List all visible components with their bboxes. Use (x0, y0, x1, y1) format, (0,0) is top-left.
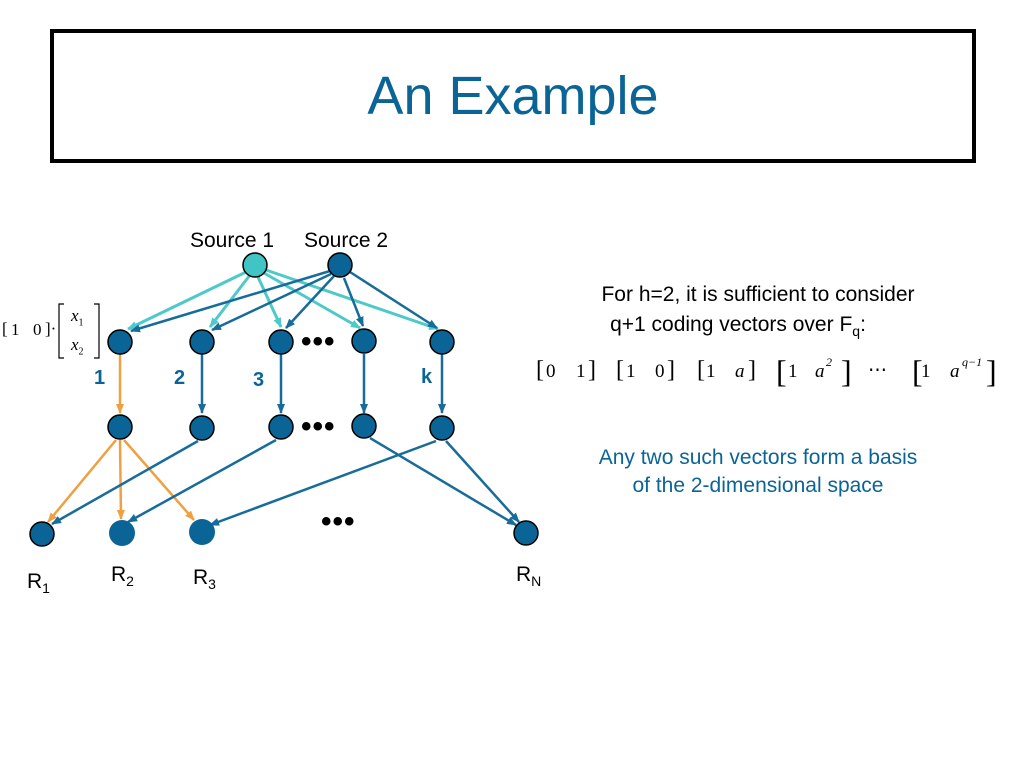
edge-label-1: 1 (94, 367, 106, 389)
ellipsis-receiver-row: ••• (321, 505, 356, 538)
edge-s2-n1 (130, 269, 331, 333)
receiver-label-n: RN (516, 563, 542, 590)
edge-label-2: 2 (174, 367, 186, 389)
basis-note: Any two such vectors form a basis of the… (548, 446, 968, 498)
basis-note-line-2: of the 2-dimensional space (632, 474, 884, 497)
relay-node-1 (107, 414, 133, 440)
relay-node-3 (268, 414, 294, 440)
source1-node (242, 252, 268, 278)
nodes (29, 252, 539, 547)
edge-m3-r2 (127, 438, 277, 524)
edge-label-k: k (421, 366, 433, 388)
coding-node-4 (351, 328, 377, 354)
edge-m2-r1 (51, 439, 199, 526)
coding-node-3 (268, 329, 294, 355)
edge-s2-n2 (211, 272, 332, 332)
source1-label: Source 1 (190, 229, 275, 252)
source2-node (327, 252, 353, 278)
ellipsis-coding-row: ••• (301, 325, 336, 358)
coding-vectors-row: [ 0 1 ] [ 1 0 ] [ 1 a ] [ 1 a 2 ] ⋯ [ 1 … (536, 353, 997, 389)
source2-edges (130, 269, 438, 333)
edge-s1-n1 (127, 270, 247, 331)
receiver-node-3 (189, 519, 215, 545)
edge-s2-n5 (349, 270, 438, 330)
edge-s2-n4 (342, 277, 365, 327)
relay-node-4 (351, 413, 377, 439)
title-box: An Example (50, 29, 976, 163)
edge-label-3: 3 (253, 369, 265, 391)
left-coding-formula: [ 1 0 ]· x1 x2 (2, 302, 102, 360)
ellipsis-relay-row: ••• (301, 410, 336, 443)
receiver-label-3: R3 (193, 566, 216, 593)
slide-title: An Example (367, 66, 659, 126)
edge-m1-r2 (116, 439, 125, 520)
receiver-edges (47, 436, 520, 527)
statement-text: For h=2, it is sufficient to consider q+… (548, 283, 968, 339)
edge-m1-r1 (47, 439, 117, 523)
receiver-node-n (513, 520, 539, 546)
statement-line-1: For h=2, it is sufficient to consider (601, 283, 915, 306)
receiver-node-2 (109, 520, 135, 546)
receiver-node-1 (29, 521, 55, 547)
relay-node-k (429, 415, 455, 441)
receiver-label-1: R1 (27, 570, 50, 597)
vertical-edges (116, 354, 446, 414)
source2-label: Source 2 (304, 229, 389, 252)
edge-m1-r3 (123, 439, 195, 521)
edge-m4-rn (369, 436, 517, 527)
coding-node-1 (107, 329, 133, 355)
receiver-label-2: R2 (111, 563, 134, 590)
basis-note-line-1: Any two such vectors form a basis (598, 446, 918, 469)
edge-m5-rn (445, 440, 520, 523)
coding-node-2 (189, 329, 215, 355)
relay-node-2 (189, 415, 215, 441)
statement-line-2: q+1 coding vectors over Fq: (610, 313, 866, 340)
edge-s2-n3 (285, 275, 335, 329)
coding-node-k (429, 329, 455, 355)
